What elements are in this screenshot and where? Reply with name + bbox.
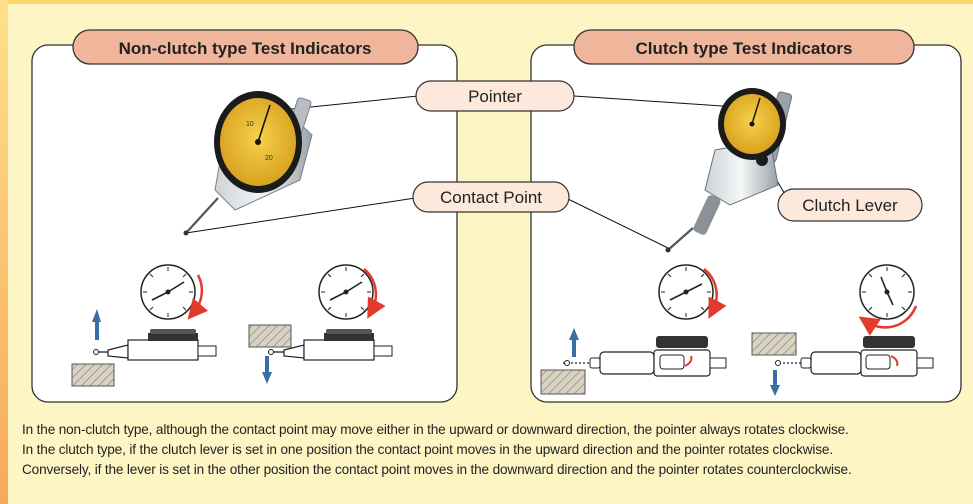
caption-line-2: In the clutch type, if the clutch lever … — [22, 442, 833, 457]
side-stripe — [0, 0, 8, 504]
clockwise-arrow-left-2 — [363, 268, 386, 319]
schematic-right-upward — [540, 328, 727, 395]
pointer-leader-right — [573, 95, 753, 109]
counterclockwise-arrow-right — [858, 305, 918, 336]
pointer-callout — [415, 80, 575, 112]
svg-text:20: 20 — [265, 155, 273, 162]
clockwise-arrow-right — [703, 268, 727, 319]
schematic-left-downward — [248, 324, 393, 384]
schematic-left-upward — [71, 309, 217, 387]
top-stripe — [0, 0, 973, 4]
contact-point-callout — [412, 181, 570, 213]
clutch-indicator-image — [665, 88, 793, 253]
dial-left-down — [318, 264, 374, 320]
dial-right-cw — [658, 264, 714, 320]
right-title-pill — [573, 29, 915, 65]
schematic-right-downward — [751, 332, 934, 396]
caption: In the non-clutch type, although the con… — [22, 420, 962, 480]
clutch-lever-callout — [777, 188, 923, 222]
pointer-label: Pointer — [468, 87, 522, 106]
contact-point-label: Contact Point — [440, 188, 542, 207]
dial-left-up — [140, 264, 196, 320]
caption-line-3: Conversely, if the lever is set in the o… — [22, 462, 852, 477]
dial-right-ccw — [859, 264, 915, 320]
svg-text:10: 10 — [246, 121, 254, 128]
clockwise-arrow-left-1 — [187, 274, 209, 320]
left-title: Non-clutch type Test Indicators — [119, 39, 372, 58]
left-title-pill — [72, 29, 419, 65]
non-clutch-indicator-image: 10 20 — [183, 91, 313, 236]
contact-leader-left — [185, 197, 416, 234]
clutch-lever-label: Clutch Lever — [802, 196, 898, 215]
caption-line-1: In the non-clutch type, although the con… — [22, 422, 849, 437]
right-title: Clutch type Test Indicators — [636, 39, 853, 58]
contact-leader-right — [565, 197, 669, 249]
